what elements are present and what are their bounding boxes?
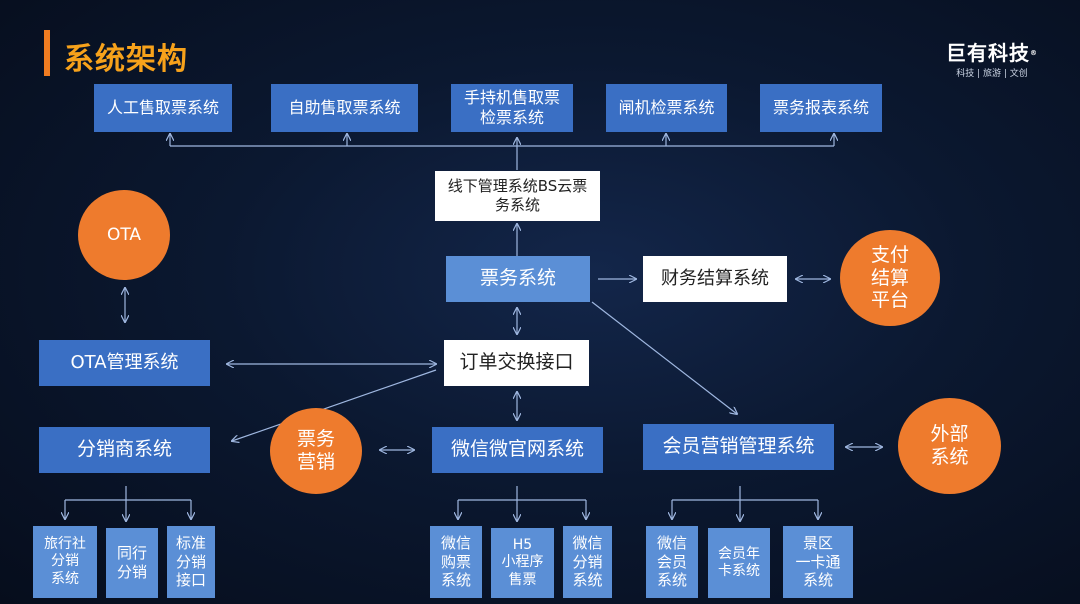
distributor-child-travel-agency: 旅行社 分销 系统 [33,526,97,598]
wechat-child-h5-miniprogram: H5 小程序 售票 [491,528,554,598]
member-marketing-system: 会员营销管理系统 [643,424,834,470]
member-child-scenic-card: 景区 一卡通 系统 [783,526,853,598]
finance-settlement-system: 财务结算系统 [643,256,787,302]
external-system-circle: 外部 系统 [898,398,1001,494]
top-system-gate: 闸机检票系统 [606,84,727,132]
wechat-child-ticketing: 微信 购票 系统 [430,526,482,598]
wechat-tree [458,486,586,501]
order-exchange-interface: 订单交换接口 [444,340,589,386]
ota-mgmt-system: OTA管理系统 [39,340,210,386]
top-system-manual-ticketing: 人工售取票系统 [94,84,232,132]
title-accent-bar [44,30,50,76]
logo-registered-mark: ® [1030,49,1038,57]
member-child-wechat-member: 微信 会员 系统 [646,526,698,598]
payment-platform-circle: 支付 结算 平台 [840,230,940,326]
company-logo: 巨有科技® 科技 | 旅游 | 文创 [944,42,1040,79]
distributor-child-standard-api: 标准 分销 接口 [167,526,215,598]
offline-mgmt-system: 线下管理系统BS云票 务系统 [435,171,600,221]
distributor-system: 分销商系统 [39,427,210,473]
ota-circle: OTA [78,190,170,280]
top-system-self-service: 自助售取票系统 [271,84,418,132]
order-to-distributor [232,369,437,441]
distributor-child-peer: 同行 分销 [106,528,158,598]
ticket-system: 票务系统 [446,256,590,302]
wechat-site-system: 微信微官网系统 [432,427,603,473]
distributor-tree [65,486,191,501]
top-system-handheld: 手持机售取票 检票系统 [451,84,573,132]
member-tree [672,486,818,501]
logo-tagline: 科技 | 旅游 | 文创 [956,69,1028,79]
top-system-report: 票务报表系统 [760,84,882,132]
ticket-marketing-circle: 票务 营销 [270,408,362,494]
logo-text: 巨有科技 [946,41,1030,65]
wechat-child-distribution: 微信 分销 系统 [563,526,612,598]
member-child-annual-card: 会员年 卡系统 [708,528,770,598]
ticket-to-member [591,301,737,414]
page-title: 系统架构 [64,42,188,77]
